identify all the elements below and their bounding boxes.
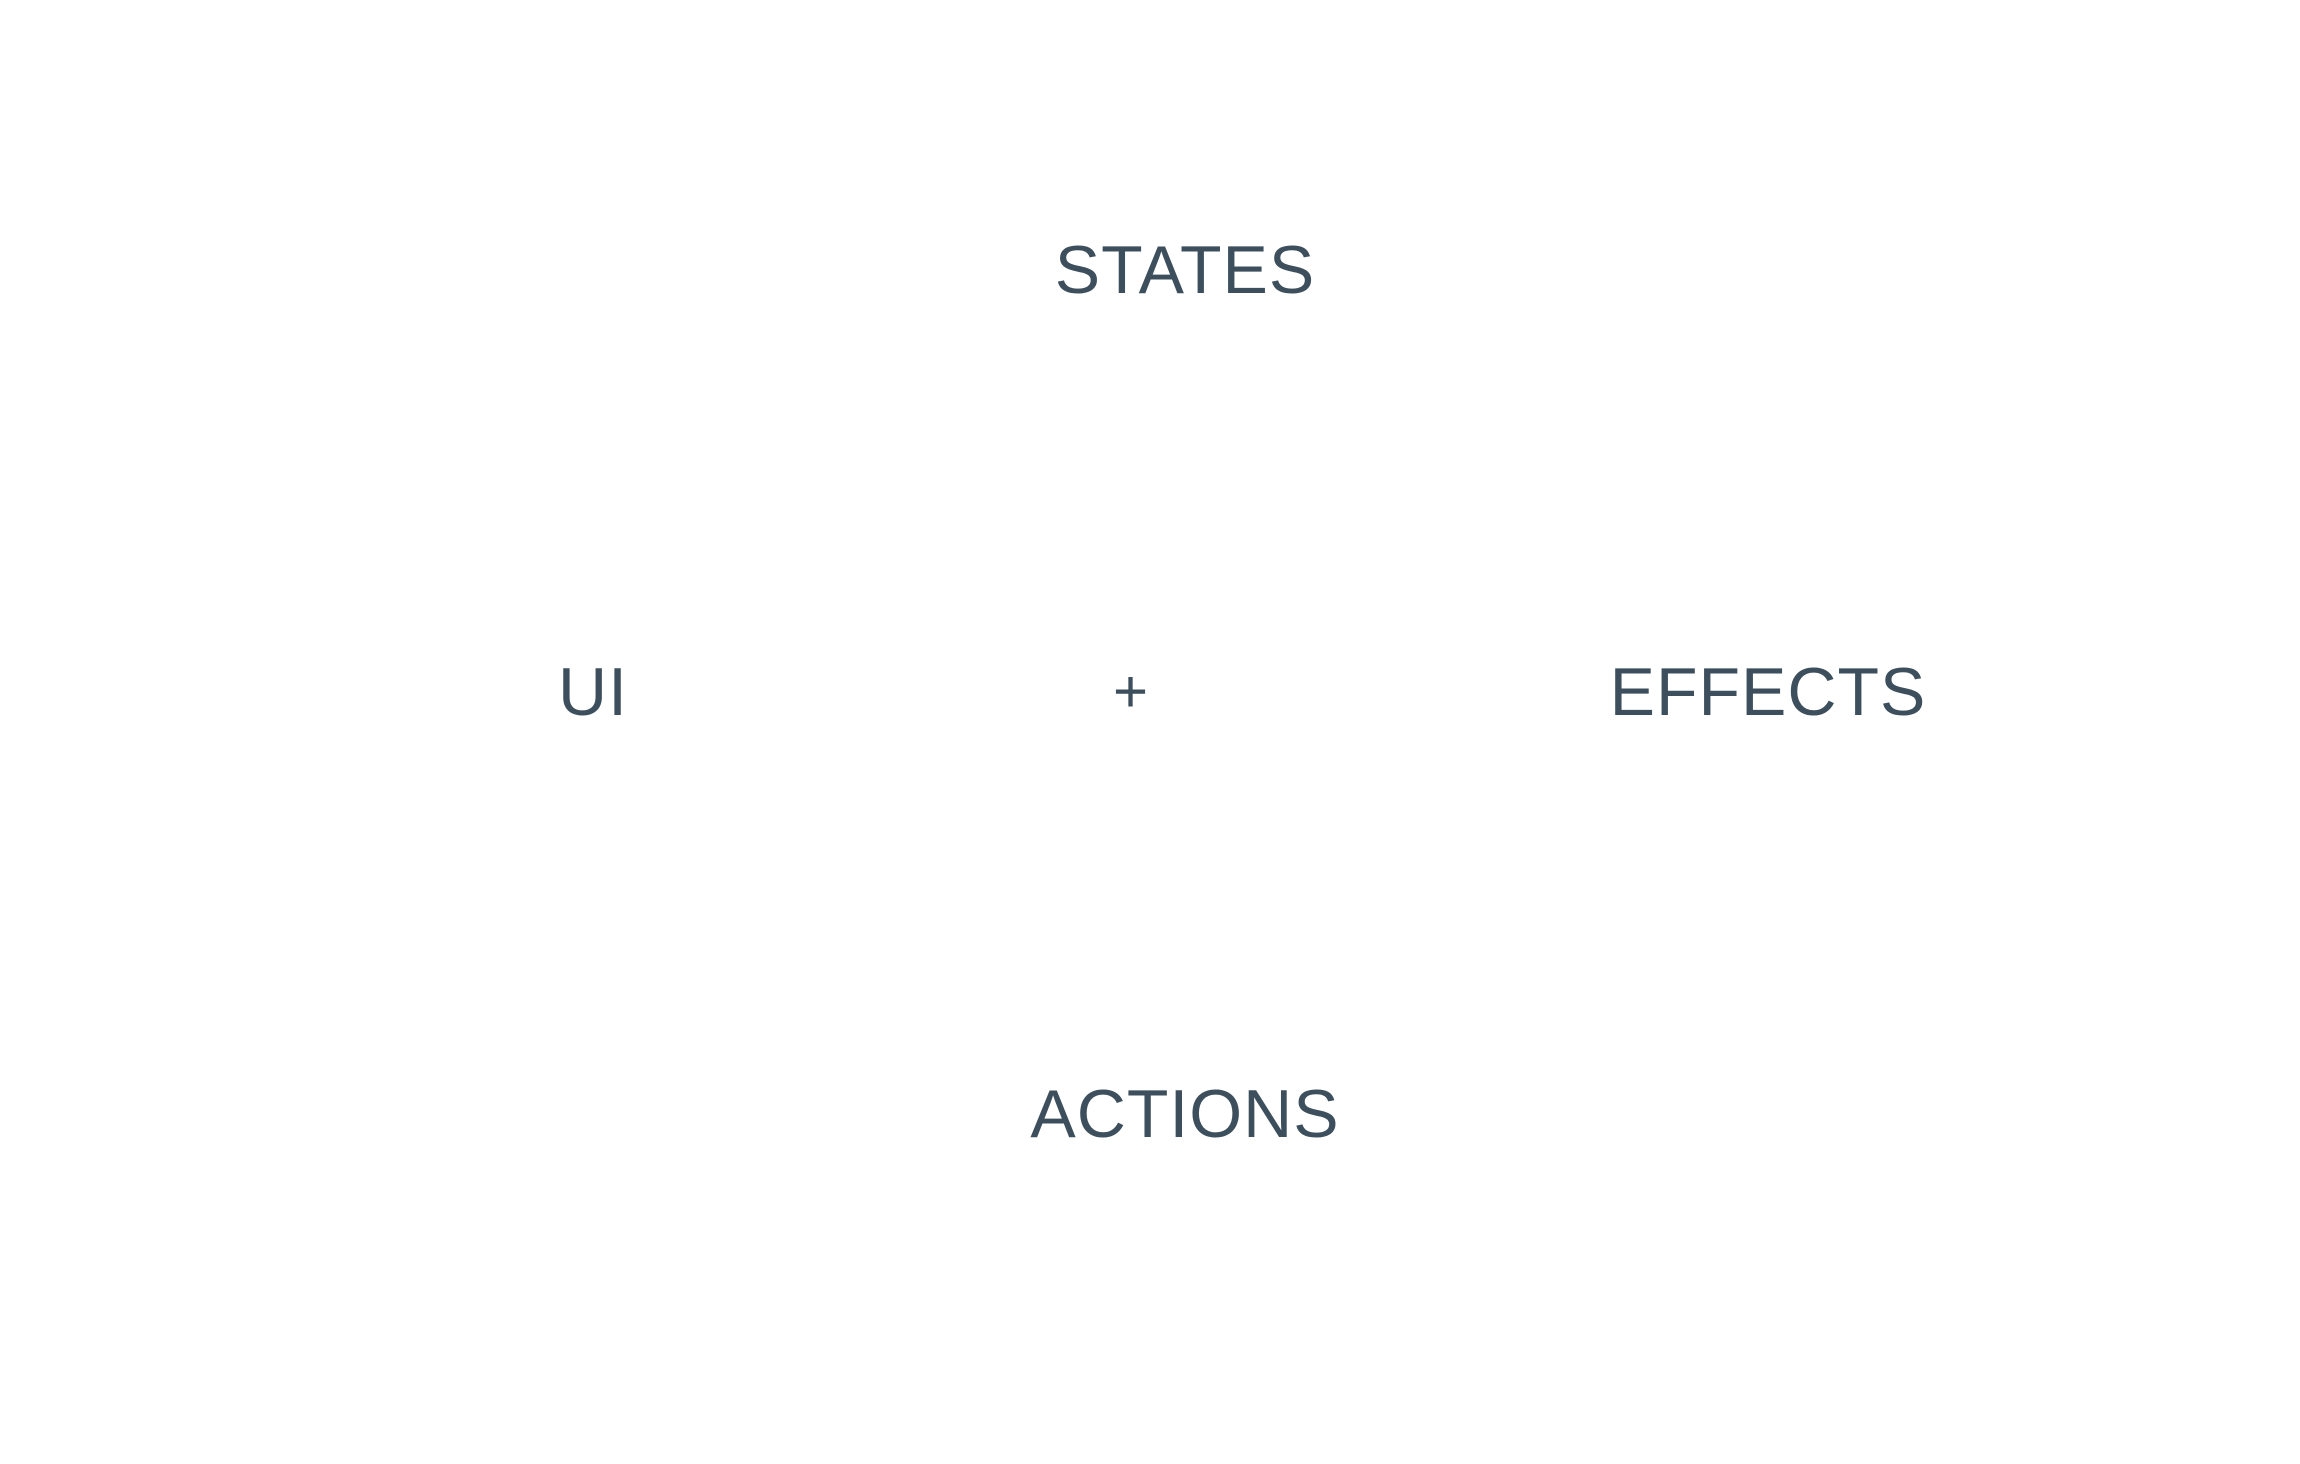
effects-label: EFFECTS: [1609, 654, 1927, 730]
actions-label: ACTIONS: [1030, 1076, 1340, 1152]
plus-symbol: +: [1112, 658, 1150, 725]
states-label: STATES: [1054, 232, 1316, 308]
ui-label: UI: [558, 654, 628, 730]
